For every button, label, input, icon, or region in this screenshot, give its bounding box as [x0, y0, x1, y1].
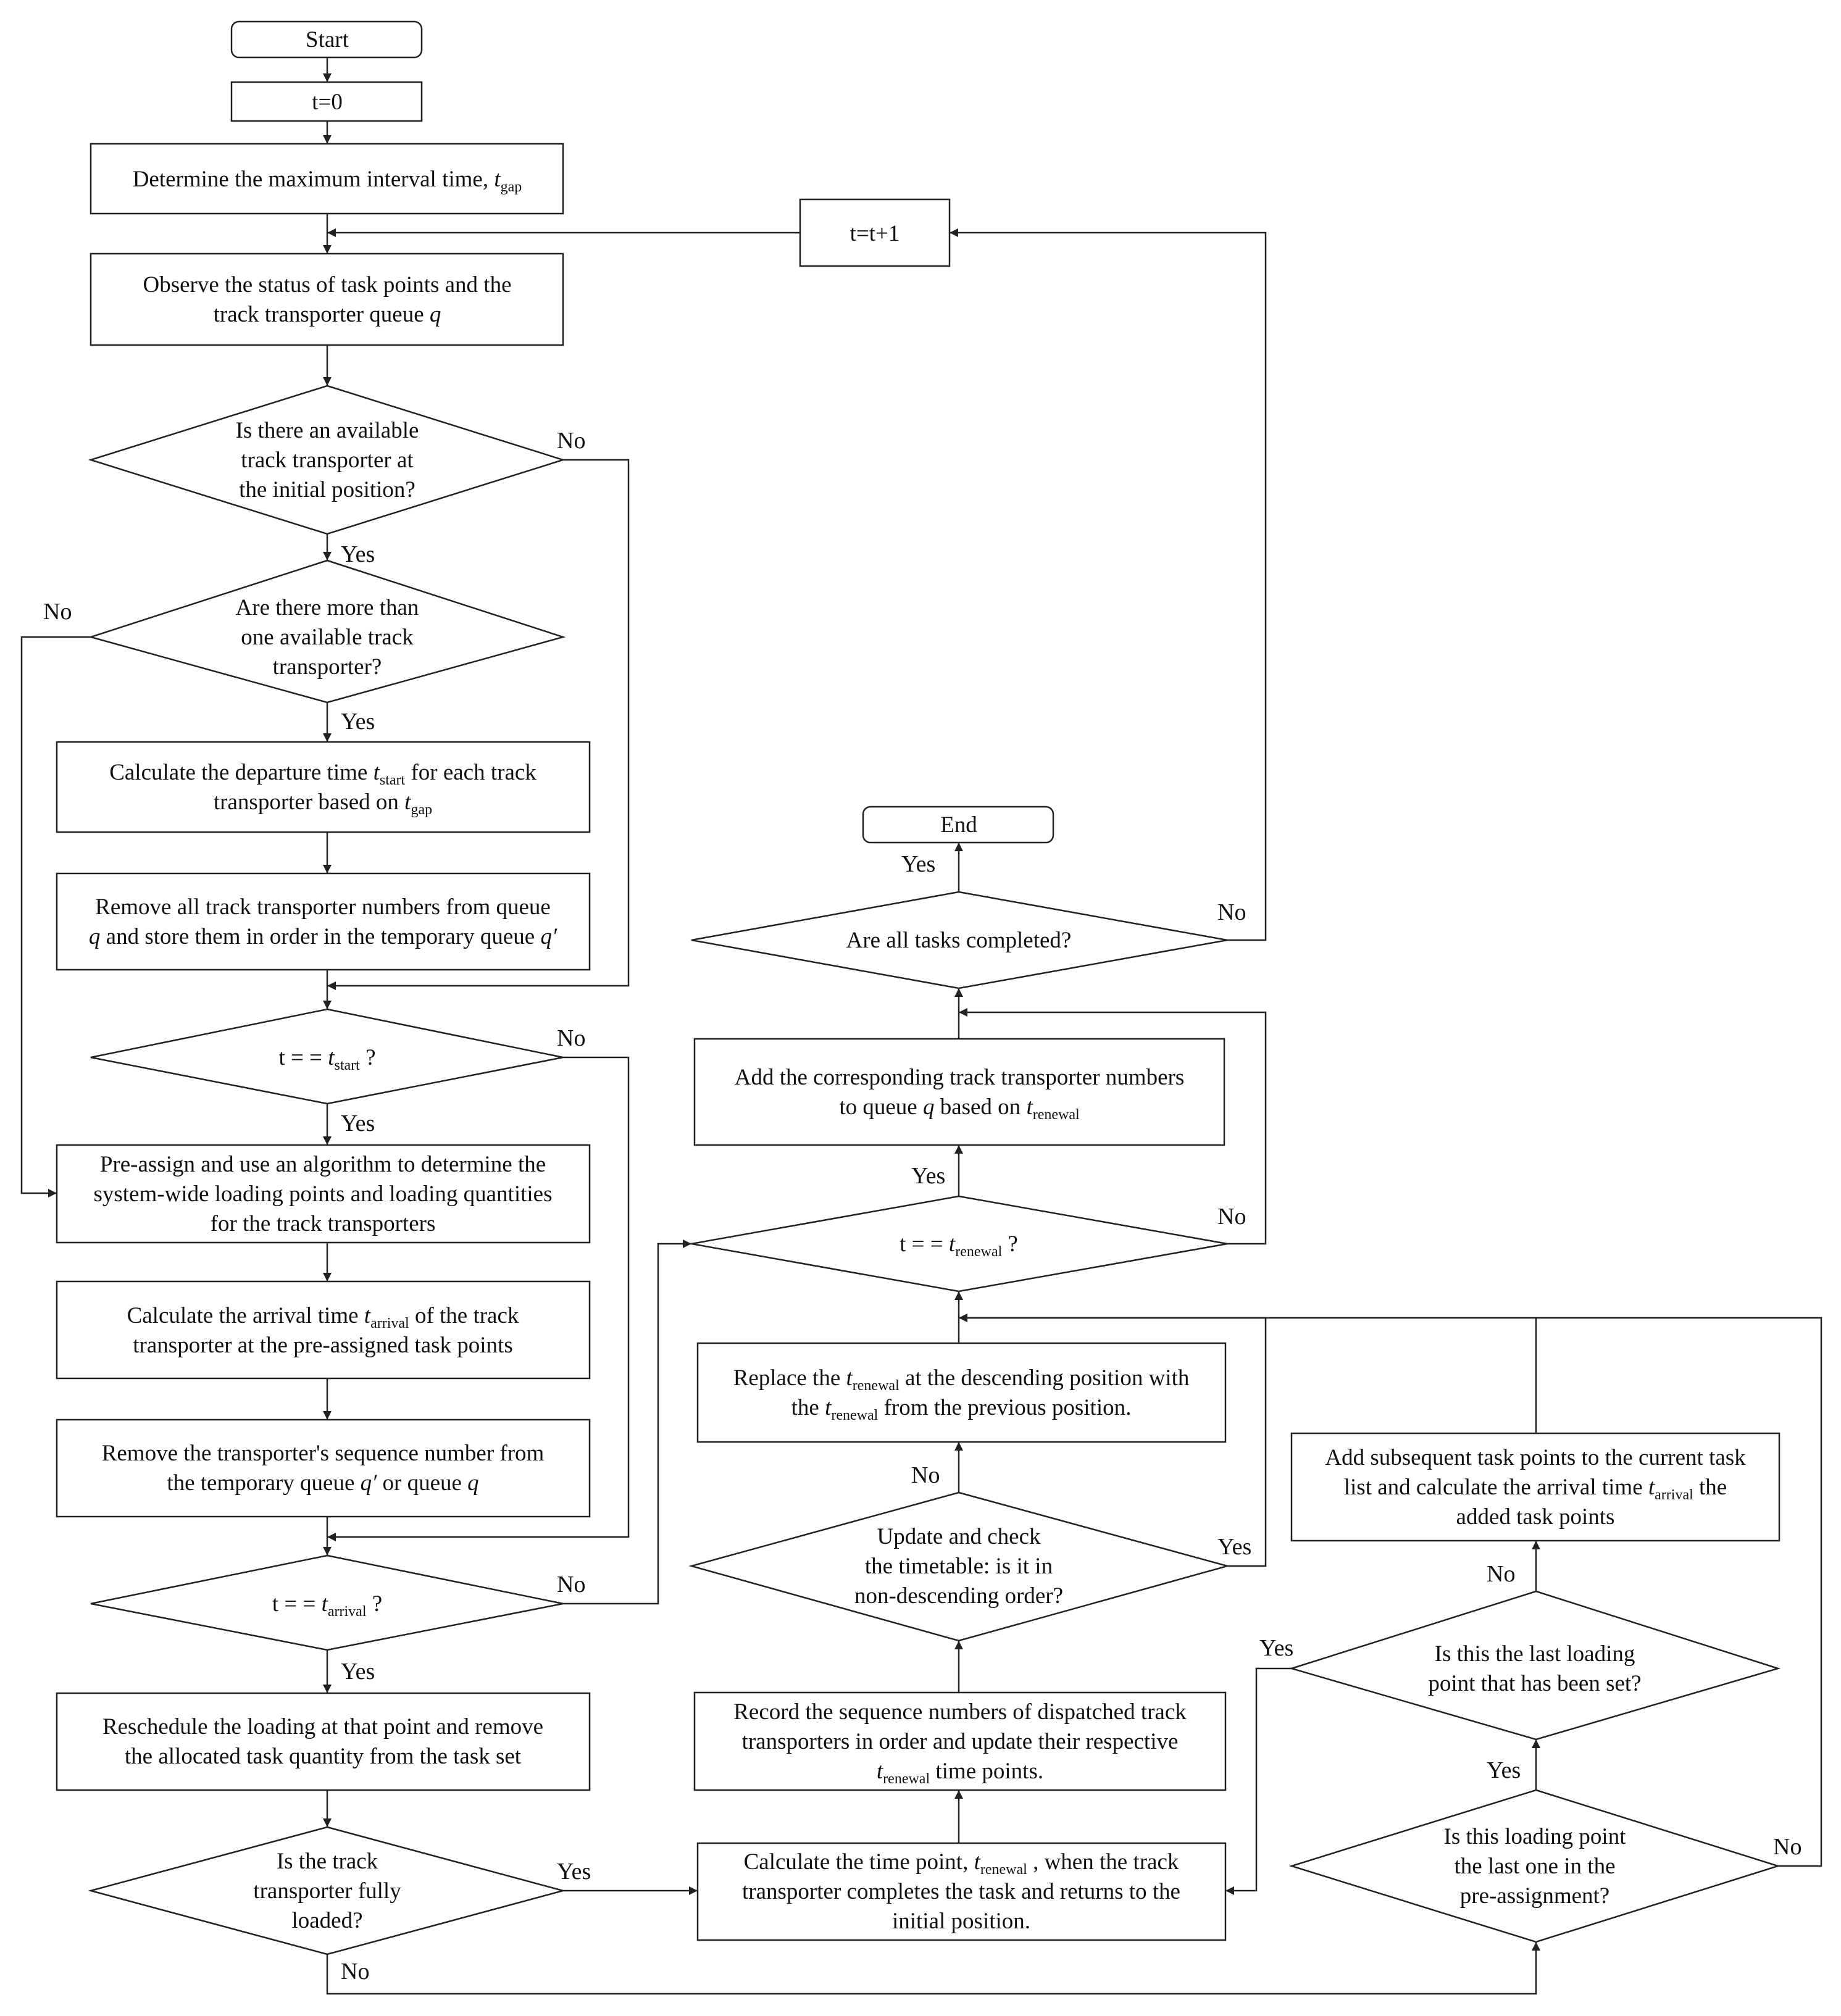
replace-renewal-box [696, 1342, 1227, 1443]
no-label: No [911, 1462, 940, 1488]
connector [327, 1056, 630, 1541]
yes-label: Yes [557, 1859, 591, 1885]
no-label: No [1487, 1561, 1515, 1587]
reschedule-text: Reschedule the loading at that point and… [102, 1714, 543, 1769]
connector [950, 228, 1267, 941]
t-eq-arrival-text: t = = tarrival​ ? [272, 1591, 382, 1620]
no-label: No [1217, 899, 1246, 925]
remove-seq-text: Remove the transporter's sequence number… [102, 1441, 545, 1496]
yes-label: Yes [341, 1110, 375, 1136]
no-label: No [557, 1025, 585, 1051]
no-label: No [1773, 1834, 1801, 1860]
no-label: No [43, 599, 72, 625]
remove-all-box [56, 872, 591, 971]
yes-label: Yes [901, 851, 935, 877]
add-corresponding-text: Add the corresponding track transporter … [735, 1065, 1184, 1123]
connector [1225, 1667, 1292, 1895]
yes-label: Yes [341, 1659, 375, 1685]
calc-arrival-box [56, 1280, 591, 1380]
calc-timepoint-text: Calculate the time point, trenewal​ , wh… [742, 1849, 1180, 1934]
add-subsequent-text: Add subsequent task points to the curren… [1325, 1445, 1746, 1530]
replace-renewal-text: Replace the trenewal​ at the descending … [733, 1365, 1190, 1423]
determine-tgap-text: Determine the maximum interval time, tga… [133, 167, 522, 195]
yes-label: Yes [341, 541, 375, 567]
connector [20, 636, 91, 1198]
calc-departure-text: Calculate the departure time tstart​ for… [109, 760, 536, 818]
add-corresponding-box [693, 1038, 1225, 1146]
remove-seq-box [56, 1418, 591, 1518]
preassign-text: Pre-assign and use an algorithm to deter… [94, 1152, 553, 1236]
reschedule-box [56, 1692, 591, 1791]
no-label: No [1217, 1204, 1246, 1230]
no-label: No [341, 1959, 369, 1985]
end-label: End [940, 812, 977, 838]
t-increment-label: t=t+1 [850, 221, 900, 246]
record-seq-text: Record the sequence numbers of dispatche… [733, 1699, 1187, 1787]
connector [327, 459, 630, 990]
connector [563, 1239, 691, 1605]
observe-text: Observe the status of task points and th… [143, 272, 511, 327]
t-eq-start-text: t = = tstart​ ? [278, 1045, 375, 1073]
t-eq-renewal-text: t = = trenewal​ ? [900, 1231, 1018, 1260]
remove-all-text: Remove all track transporter numbers fro… [89, 894, 557, 949]
no-label: No [557, 1572, 585, 1597]
observe-box [90, 252, 564, 346]
calc-arrival-text: Calculate the arrival time tarrival​ of … [127, 1303, 519, 1358]
start-label: Start [306, 27, 349, 52]
connector [326, 1942, 1540, 1995]
yes-label: Yes [911, 1163, 945, 1189]
connector [959, 1314, 1822, 1867]
all-completed-text: Are all tasks completed? [846, 928, 1072, 953]
yes-label: Yes [1217, 1534, 1251, 1560]
yes-label: Yes [1487, 1757, 1521, 1783]
calc-departure-box [56, 741, 591, 833]
no-label: No [557, 428, 585, 454]
yes-label: Yes [1259, 1635, 1293, 1661]
t0-label: t=0 [312, 90, 343, 115]
yes-label: Yes [341, 709, 375, 735]
connector [959, 1008, 1267, 1245]
